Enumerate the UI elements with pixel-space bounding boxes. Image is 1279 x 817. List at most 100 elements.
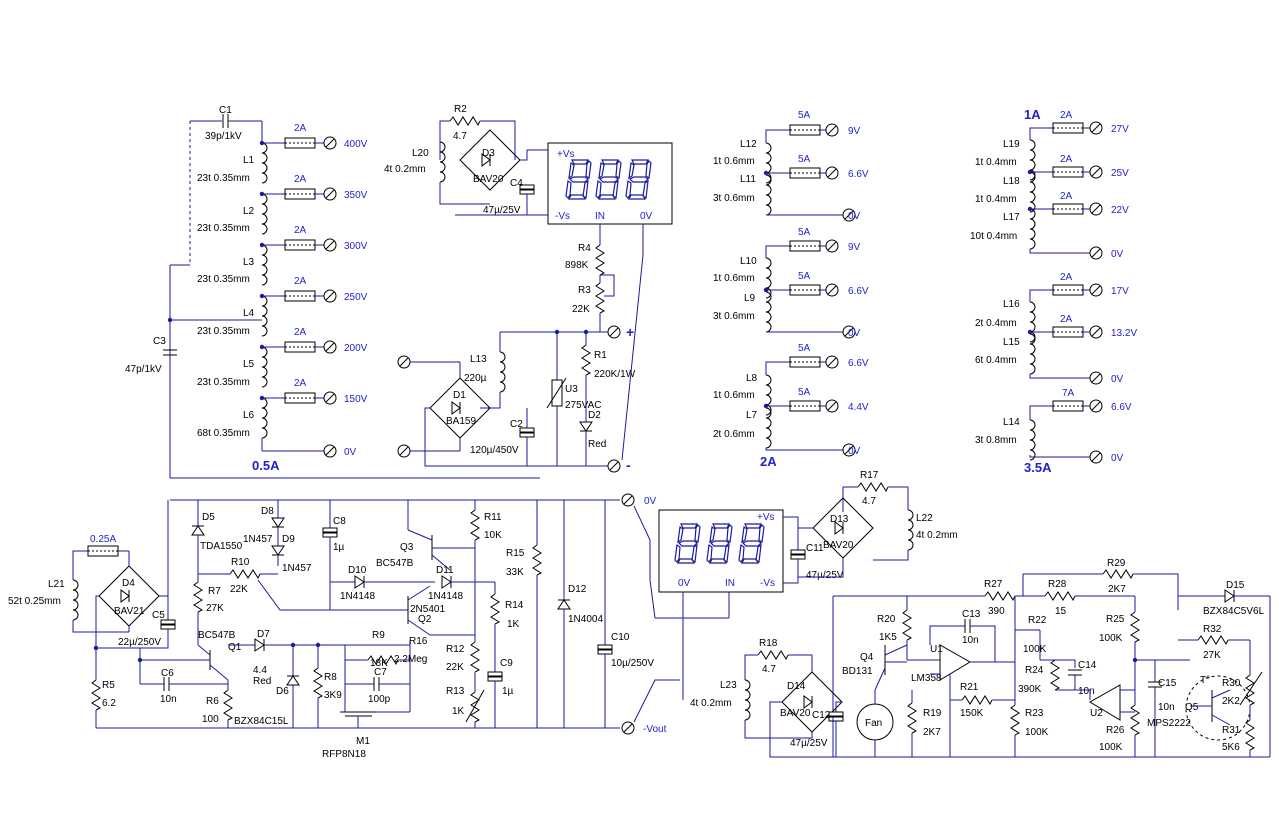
- hv-tap-200: 2A 200V: [259, 327, 368, 354]
- c7-value: 100p: [368, 694, 391, 705]
- r10-name: R10: [231, 557, 250, 568]
- c5-value: 22µ/250V: [118, 637, 161, 648]
- w-spec: 1t 0.4mm: [975, 194, 1017, 205]
- r14-value: 1K: [507, 619, 520, 630]
- c1-value: 39p/1kV: [205, 131, 242, 142]
- r4-value: 898K: [565, 260, 589, 271]
- tap-400v: 400V: [344, 139, 368, 150]
- r32-value: 27K: [1203, 650, 1221, 661]
- r26-name: R26: [1106, 725, 1125, 736]
- t2a-group-1: 5A 5A 9V 6.6V 0V L12 1t 0.6mm L11 3t 0.6…: [713, 110, 869, 222]
- l20-spec: 4t 0.2mm: [384, 164, 426, 175]
- d10-value: 1N4148: [340, 591, 375, 602]
- winding-l3-name: L3: [243, 257, 255, 268]
- d7-label: 4.4: [253, 665, 267, 676]
- r19-name: R19: [923, 708, 942, 719]
- d4-name: D4: [122, 578, 135, 589]
- r5-name: R5: [102, 680, 115, 691]
- r29-value: 2K7: [1108, 584, 1126, 595]
- d2-name: D2: [588, 410, 601, 421]
- fuse-label: 0.25A: [90, 534, 116, 545]
- r11-value: 10K: [484, 530, 502, 541]
- winding-l6-name: L6: [243, 410, 255, 421]
- tap-6v6: 6.6V: [848, 286, 869, 297]
- r26-value: 100K: [1099, 742, 1123, 753]
- w-name: L19: [1003, 139, 1020, 150]
- tap-250v: 250V: [344, 292, 368, 303]
- r12-name: R12: [446, 644, 465, 655]
- winding-l5-name: L5: [243, 359, 255, 370]
- u2-name: U2: [1090, 708, 1103, 719]
- meter1-vs-minus: -Vs: [555, 211, 570, 222]
- l13-name: L13: [470, 354, 487, 365]
- c2-value: 120µ/450V: [470, 445, 519, 456]
- d1-name: D1: [453, 390, 466, 401]
- meter2-display: [658, 509, 784, 593]
- u3-name: U3: [565, 384, 578, 395]
- w-name: L14: [1003, 417, 1020, 428]
- w2-name: L7: [746, 410, 758, 421]
- r24-value: 390K: [1018, 684, 1042, 695]
- c12-value: 47µ/25V: [790, 738, 828, 749]
- r22-name: R22: [1028, 615, 1047, 626]
- r16-value: 2.2Meg: [394, 654, 427, 665]
- r19-value: 2K7: [923, 727, 941, 738]
- d14-value: BAV20: [780, 708, 811, 719]
- w2-spec: 3t 0.6mm: [713, 311, 755, 322]
- winding-l2-spec: 23t 0.35mm: [197, 223, 250, 234]
- tap-6v6: 6.6V: [848, 358, 869, 369]
- r18-value: 4.7: [762, 664, 776, 675]
- tap-0v: 0V: [848, 211, 861, 222]
- d14-name: D14: [787, 681, 806, 692]
- r23-name: R23: [1025, 708, 1044, 719]
- r2-value: 4.7: [453, 131, 467, 142]
- r7-value: 27K: [206, 603, 224, 614]
- c14-name: C14: [1078, 660, 1097, 671]
- r6-name: R6: [206, 696, 219, 707]
- tap-9v: 9V: [848, 242, 861, 253]
- w-name: L18: [1003, 176, 1020, 187]
- l22-name: L22: [916, 513, 933, 524]
- thermal-mark: T°: [1200, 675, 1210, 686]
- c3-name: C3: [153, 336, 166, 347]
- meter2-vs-minus: -Vs: [760, 578, 775, 589]
- meter1-vs-plus: +Vs: [557, 149, 575, 160]
- winding-l2-name: L2: [243, 206, 255, 217]
- tap-4v4: 4.4V: [848, 402, 869, 413]
- c11-value: 47µ/25V: [806, 570, 844, 581]
- c10-name: C10: [611, 632, 630, 643]
- r28-value: 15: [1055, 606, 1067, 617]
- fan-controller: R27 390 R28 15 R29 2K7 D15 BZX84C5V6L R2…: [690, 558, 1271, 758]
- l23-spec: 4t 0.2mm: [690, 698, 732, 709]
- winding-l1-name: L1: [243, 155, 255, 166]
- d10-name: D10: [348, 565, 367, 576]
- w2-spec: 3t 0.6mm: [713, 193, 755, 204]
- tap-25v: 25V: [1111, 168, 1129, 179]
- tap-6v6: 6.6V: [1111, 402, 1132, 413]
- w1-name: L12: [740, 139, 757, 150]
- hv-tap-250: 2A 250V: [259, 276, 368, 303]
- t2a-group-3: 5A 5A 6.6V 4.4V 0V L8 1t 0.6mm L7 2t 0.6…: [713, 343, 869, 457]
- d3-value: BAV20: [473, 174, 504, 185]
- meter2-vs-plus: +Vs: [757, 512, 775, 523]
- u1-value: LM358: [911, 673, 942, 684]
- tap-13v2: 13.2V: [1111, 328, 1137, 339]
- c4-name: C4: [510, 178, 523, 189]
- transformer-1a: 1A 2A 2A 2A 27V 25V 22V 0V L19 1t 0.4mm: [970, 107, 1137, 475]
- q5-value: MPS2222: [1147, 718, 1191, 729]
- tap-22v: 22V: [1111, 205, 1129, 216]
- r4-name: R4: [578, 243, 591, 254]
- r30-value: 2K2: [1222, 696, 1240, 707]
- fuse-label: 2A: [294, 123, 307, 134]
- transformer-2a: 5A 5A 9V 6.6V 0V L12 1t 0.6mm L11 3t 0.6…: [713, 110, 869, 469]
- hv-tap-350: 2A 350V: [259, 174, 368, 201]
- w-spec: 2t 0.4mm: [975, 318, 1017, 329]
- q2-value: 2N5401: [410, 604, 445, 615]
- r1-name: R1: [594, 350, 607, 361]
- hv-transformer: C1 39p/1kV C3 47p/1kV L1 23t 0.35mm L2 2…: [125, 105, 540, 479]
- u1-name: U1: [930, 644, 943, 655]
- c12-name: C12: [812, 710, 831, 721]
- hv-tap-400: 2A 400V: [259, 123, 368, 150]
- d7-name: D7: [257, 629, 270, 640]
